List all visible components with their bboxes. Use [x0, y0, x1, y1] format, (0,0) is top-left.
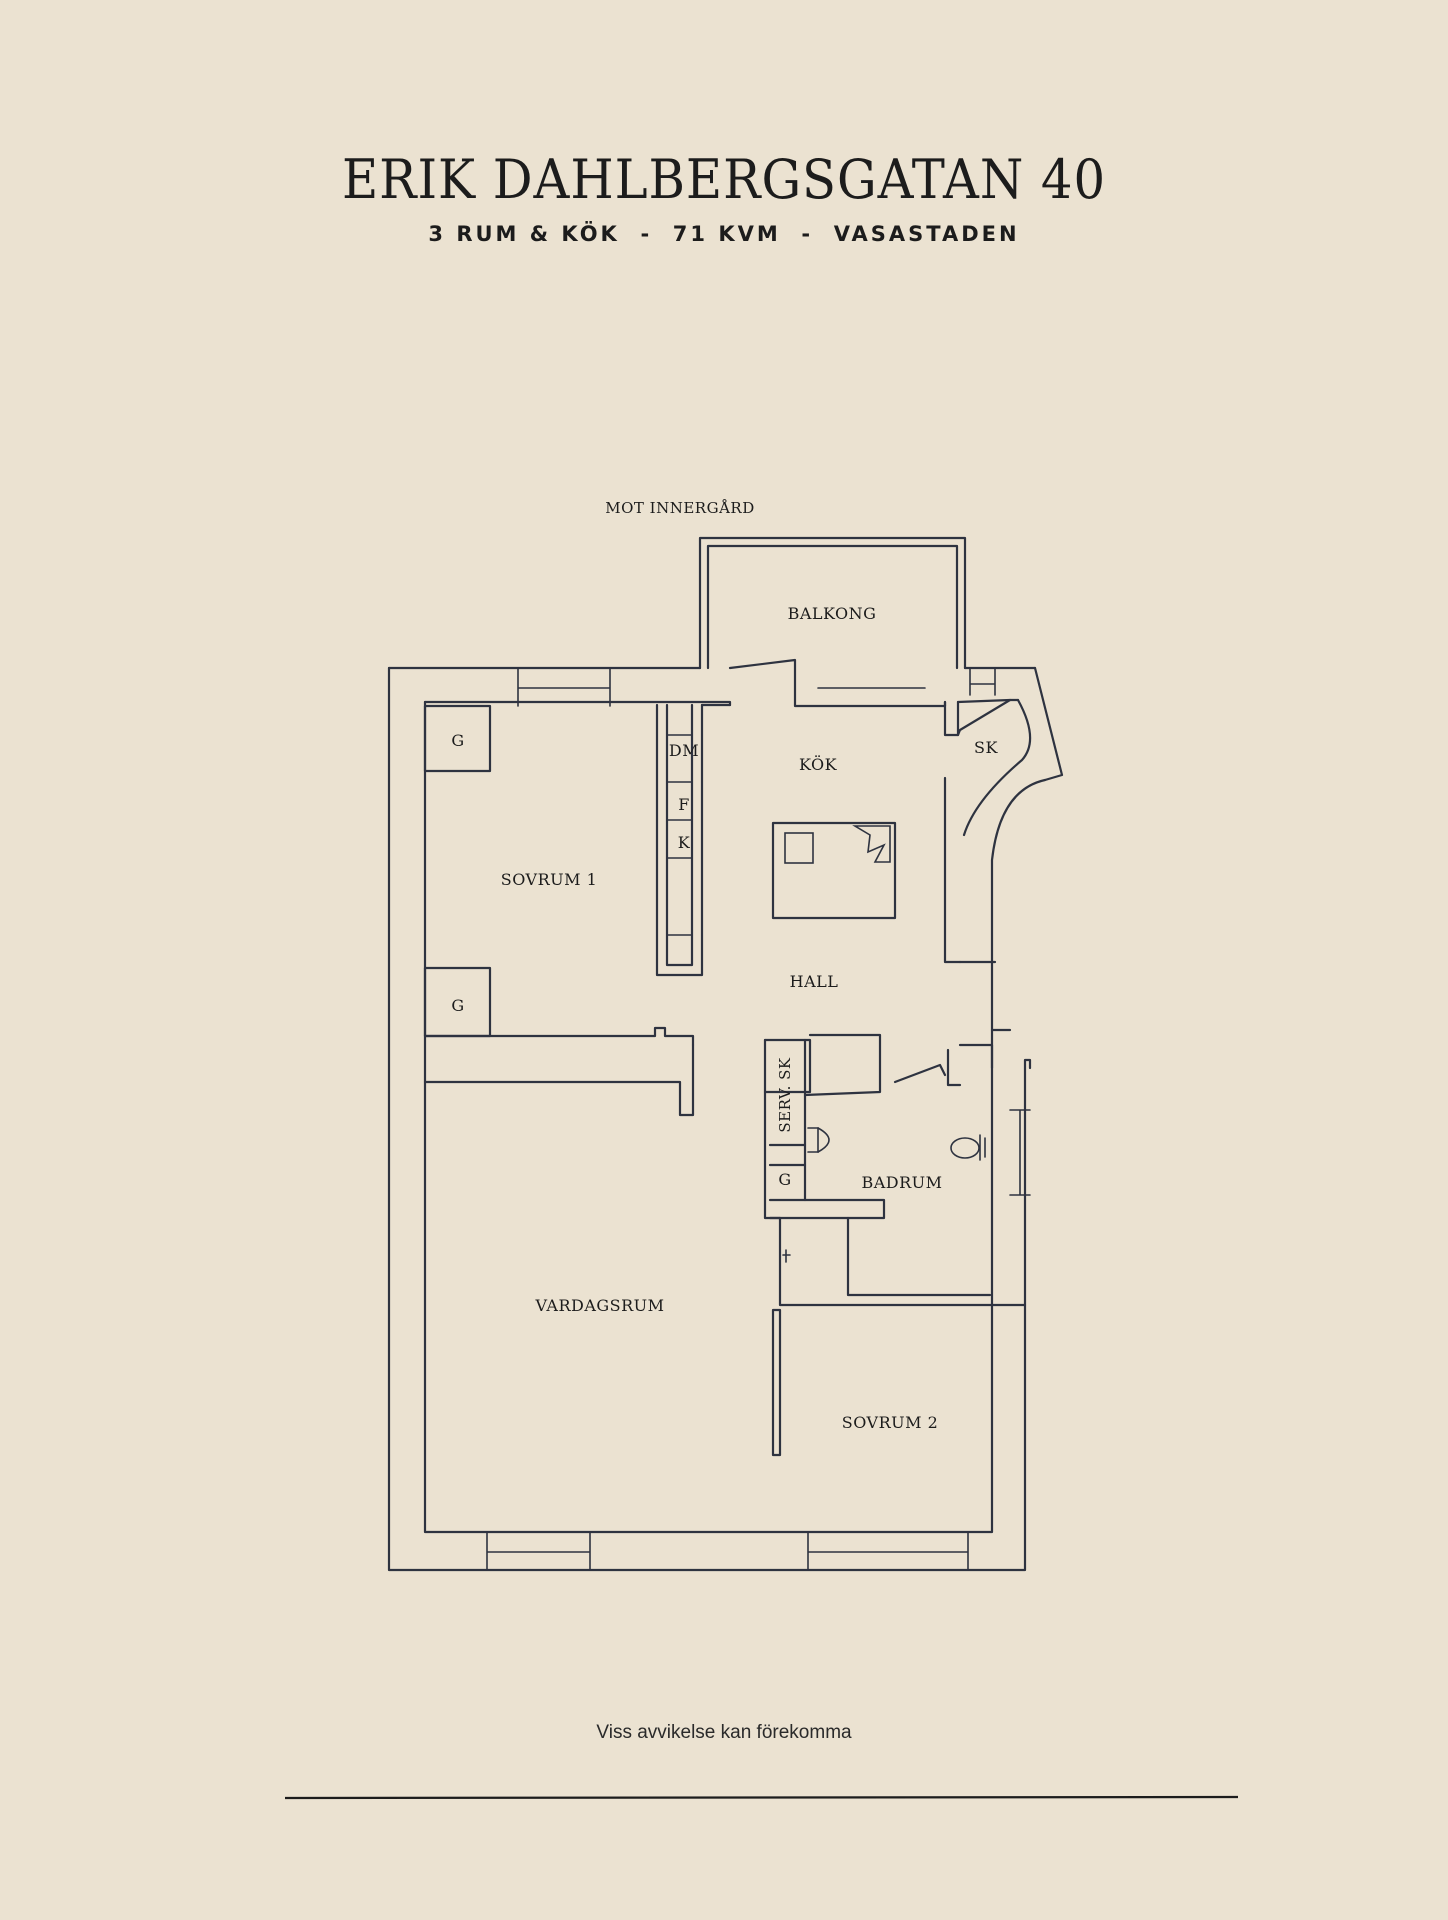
living-walls [423, 1043, 782, 1457]
storage-label-g2: G [451, 996, 464, 1015]
page-subtitle: 3 RUM & KÖK - 71 KVM - VASASTADEN [428, 222, 1020, 246]
storage-label-g1: G [451, 731, 464, 750]
room-label-sovrum1: SOVRUM 1 [501, 870, 598, 889]
balcony-outline [698, 536, 967, 670]
room-label-hall: HALL [790, 972, 839, 991]
bedroom1-walls [423, 704, 695, 1047]
bathroom-walls [763, 1033, 1027, 1307]
outer-walls [387, 658, 1064, 1572]
room-label-sk: SK [974, 738, 998, 757]
storage-label-f: F [678, 795, 690, 814]
page-title: ERIK DAHLBERGSGATAN 40 [341, 148, 1106, 211]
orientation-label: MOT INNERGÅRD [605, 499, 754, 517]
footer-rule [284, 1795, 1239, 1800]
kitchen-walls [771, 698, 1047, 1032]
room-label-badrum: BADRUM [861, 1173, 942, 1192]
room-label-kok: KÖK [799, 754, 838, 774]
disclaimer-note: Viss avvikelse kan förekomma [596, 1722, 852, 1743]
room-label-serv-sk: SERV. SK [776, 1057, 794, 1133]
room-label-sovrum2: SOVRUM 2 [842, 1413, 939, 1432]
storage-label-g3: G [778, 1170, 791, 1189]
storage-label-dm: DM [669, 741, 699, 760]
storage-column [655, 703, 732, 977]
room-label-balkong: BALKONG [788, 604, 877, 623]
room-label-vardagsrum: VARDAGSRUM [534, 1296, 664, 1315]
storage-label-k: K [678, 833, 691, 852]
